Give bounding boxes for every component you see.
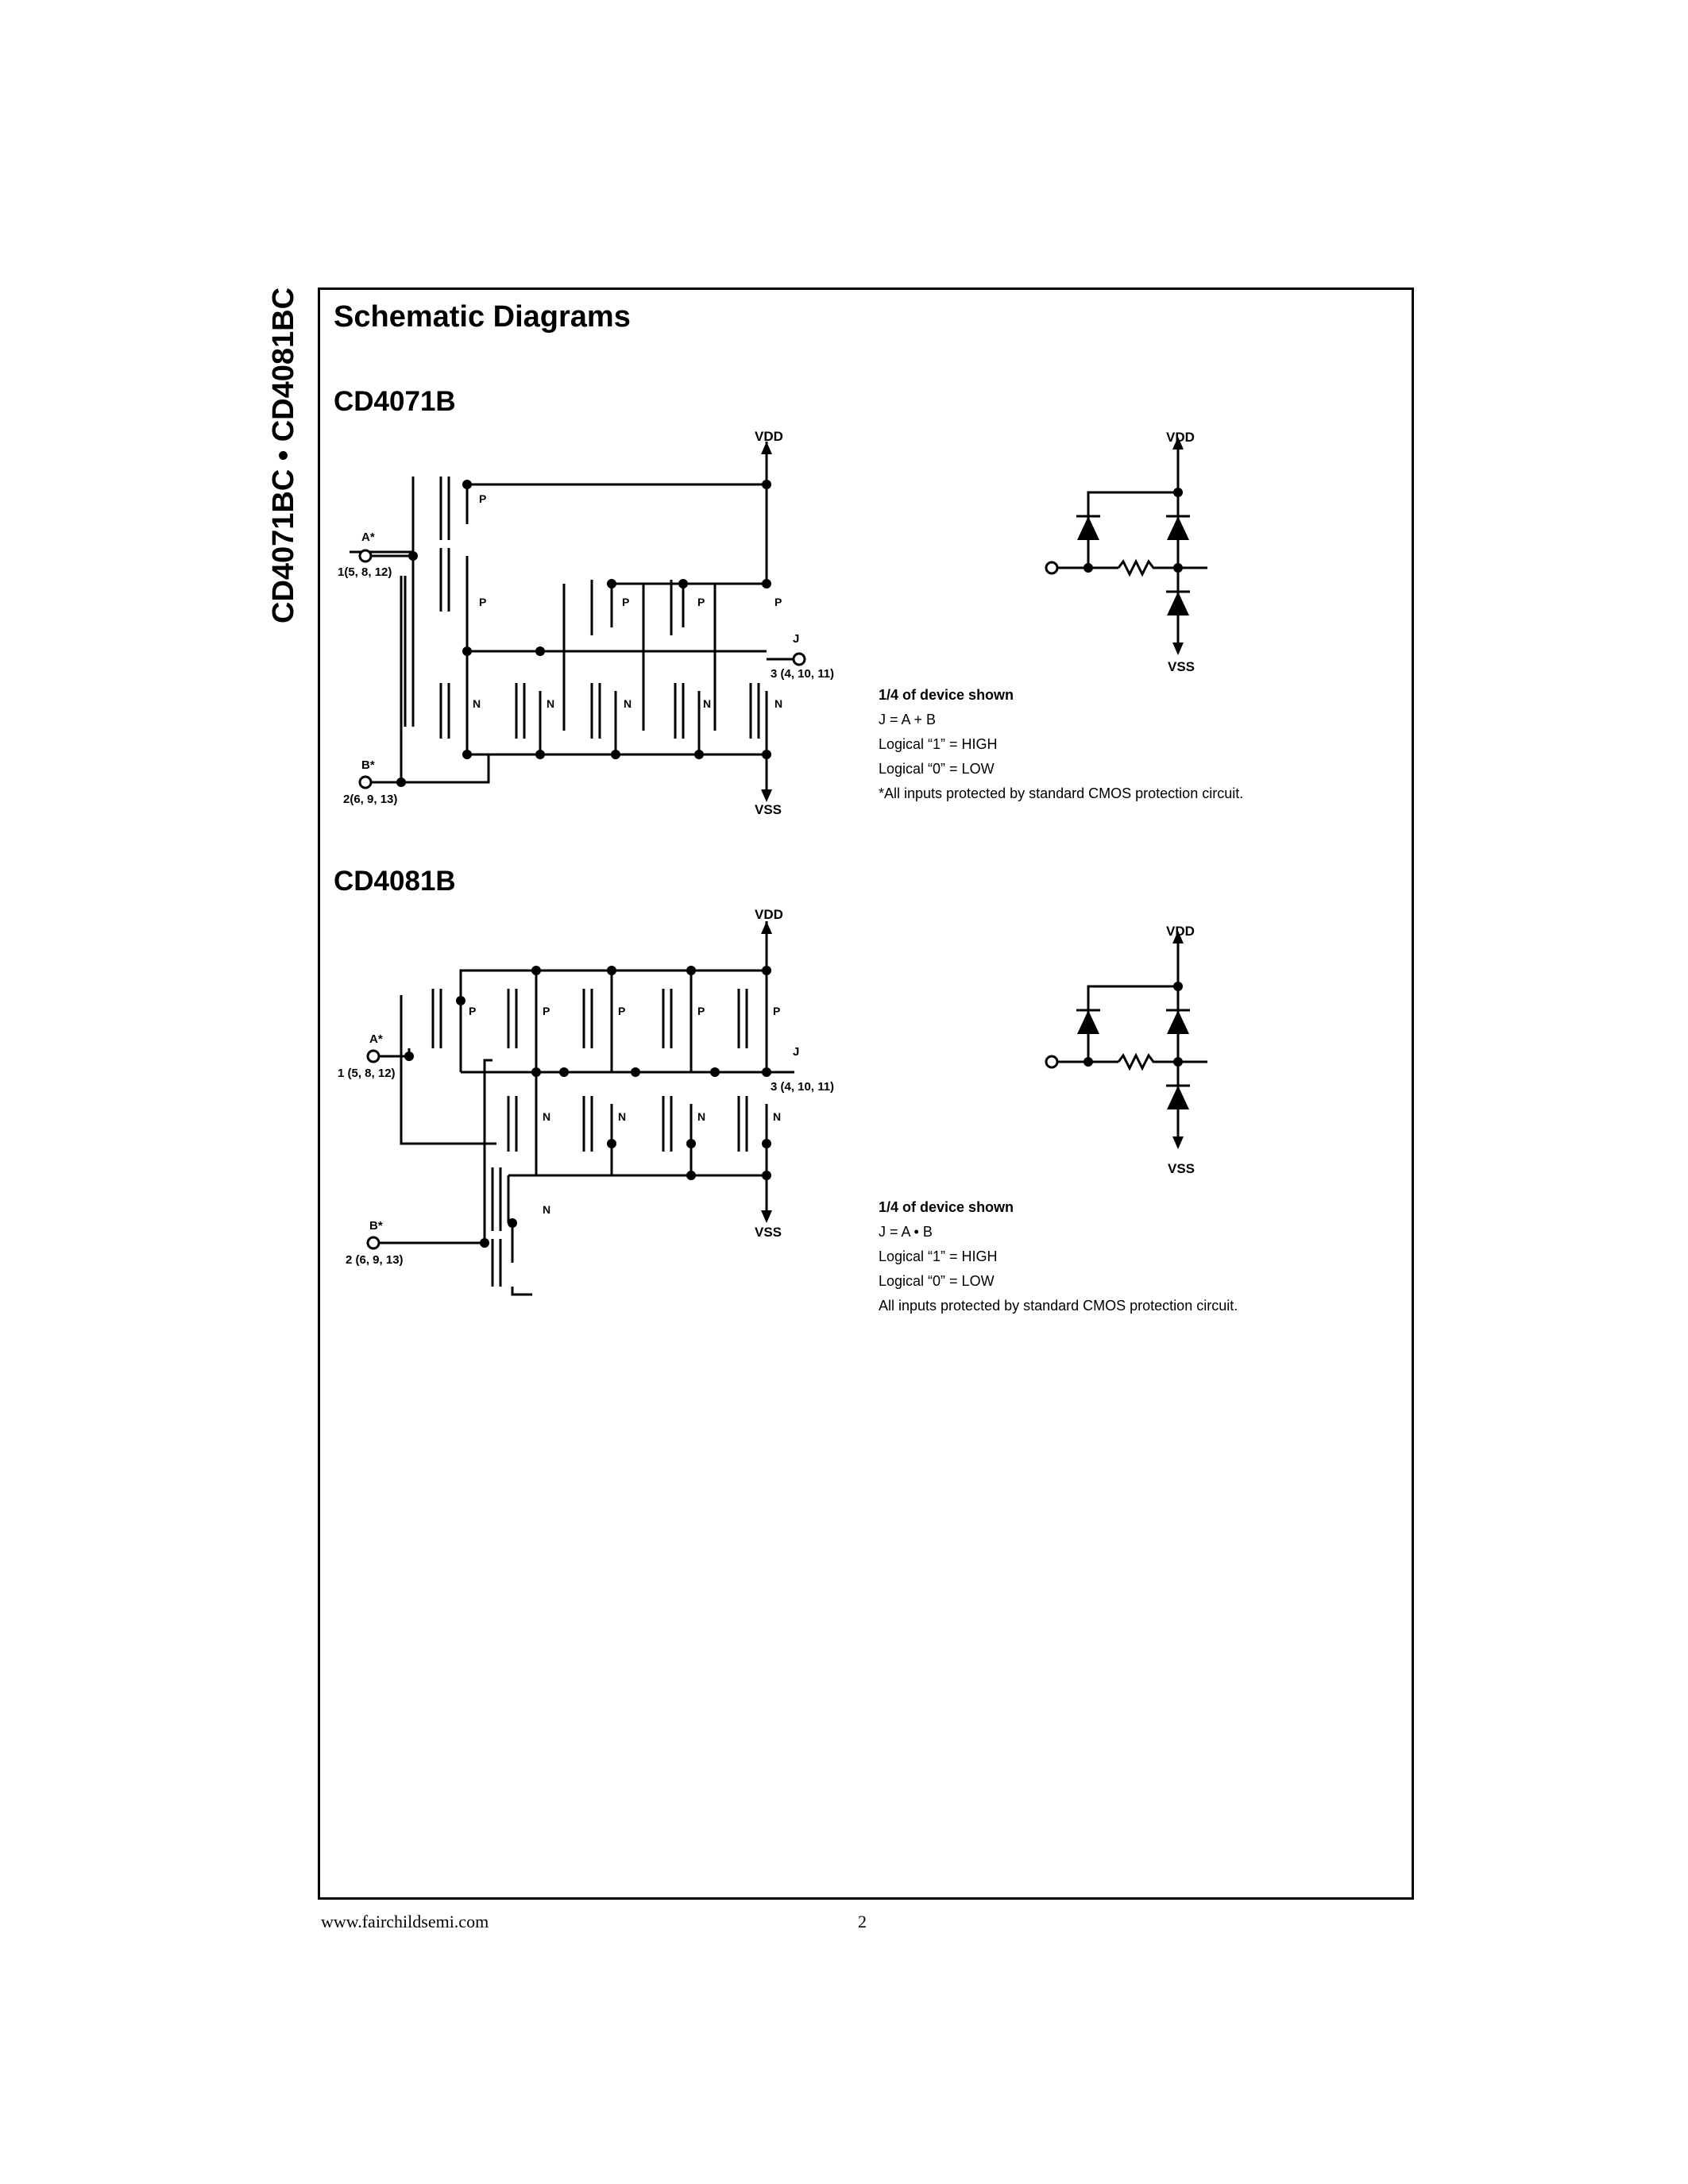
cd4081b-j-pins: 3 (4, 10, 11) bbox=[771, 1080, 835, 1094]
cd4071b-n-label-3: N bbox=[624, 697, 632, 710]
cd4081b-note-2: J = A • B bbox=[879, 1224, 933, 1240]
page-number: 2 bbox=[858, 1912, 867, 1931]
content-frame bbox=[318, 287, 1414, 1900]
cd4081b-p-label-1: P bbox=[469, 1005, 477, 1017]
cd4071b-p-label-4: P bbox=[697, 596, 705, 608]
cd4081b-vdd-label: VDD bbox=[755, 907, 783, 922]
cd4081b-n-label-4: N bbox=[773, 1110, 782, 1123]
cd4081b-prot-vdd-label: VDD bbox=[1166, 924, 1195, 939]
cd4081b-a-pins: 1 (5, 8, 12) bbox=[338, 1067, 396, 1080]
cd4071b-protection-circuit bbox=[1045, 437, 1207, 655]
cd4081b-notes: 1/4 of device shown J = A • B Logical “1… bbox=[879, 1195, 1238, 1318]
cd4071b-note-3: Logical “1” = HIGH bbox=[879, 736, 998, 752]
cd4081b-note-3: Logical “1” = HIGH bbox=[879, 1248, 998, 1264]
cd4071b-n-label-4: N bbox=[703, 697, 712, 710]
cd4071b-p-label-3: P bbox=[622, 596, 630, 608]
cd4081b-note-4: Logical “0” = LOW bbox=[879, 1273, 995, 1289]
cd4071b-note-4: Logical “0” = LOW bbox=[879, 761, 995, 777]
cd4071b-vdd-label: VDD bbox=[755, 429, 783, 444]
cd4081b-protection-circuit bbox=[1045, 931, 1207, 1149]
cd4081b-b-pins: 2 (6, 9, 13) bbox=[346, 1253, 404, 1267]
footer-url: www.fairchildsemi.com bbox=[321, 1912, 489, 1931]
cd4081b-vss-label: VSS bbox=[755, 1225, 782, 1240]
cd4071b-n-label-2: N bbox=[547, 697, 555, 710]
cd4071b-vss-label: VSS bbox=[755, 802, 782, 817]
cd4071b-notes: 1/4 of device shown J = A + B Logical “1… bbox=[879, 683, 1243, 806]
cd4071b-title: CD4071B bbox=[334, 386, 456, 417]
cd4071b-j-pins: 3 (4, 10, 11) bbox=[771, 667, 835, 681]
cd4071b-prot-vdd-label: VDD bbox=[1166, 430, 1195, 445]
cd4071b-n-label-1: N bbox=[473, 697, 481, 710]
cd4071b-note-1: 1/4 of device shown bbox=[879, 687, 1014, 703]
cd4071b-p-label-5: P bbox=[774, 596, 782, 608]
cd4081b-n-label-2: N bbox=[618, 1110, 627, 1123]
cd4071b-prot-vss-label: VSS bbox=[1168, 659, 1196, 674]
cd4071b-a-label: A* bbox=[361, 531, 375, 544]
section-title: Schematic Diagrams bbox=[334, 300, 631, 334]
side-title: CD4071BC • CD4081BC bbox=[267, 287, 300, 623]
cd4081b-n-label-5: N bbox=[543, 1203, 551, 1216]
cd4081b-prot-vss-label: VSS bbox=[1168, 1161, 1196, 1176]
cd4081b-p-label-5: P bbox=[773, 1005, 781, 1017]
cd4071b-b-label: B* bbox=[361, 758, 375, 772]
cd4081b-p-label-4: P bbox=[697, 1005, 705, 1017]
cd4081b-note-1: 1/4 of device shown bbox=[879, 1199, 1014, 1215]
cd4071b-p-label-1: P bbox=[479, 492, 487, 505]
cd4081b-title: CD4081B bbox=[334, 866, 456, 897]
cd4071b-j-label: J bbox=[793, 632, 800, 646]
cd4081b-a-label: A* bbox=[369, 1032, 383, 1046]
cd4071b-n-label-5: N bbox=[774, 697, 783, 710]
cd4081b-p-label-2: P bbox=[543, 1005, 550, 1017]
cd4081b-b-label: B* bbox=[369, 1219, 383, 1233]
cd4071b-a-pins: 1(5, 8, 12) bbox=[338, 565, 392, 579]
cd4071b-note-5: *All inputs protected by standard CMOS p… bbox=[879, 785, 1244, 801]
cd4081b-j-label: J bbox=[793, 1045, 800, 1059]
cd4081b-n-label-1: N bbox=[543, 1110, 551, 1123]
cd4081b-note-5: All inputs protected by standard CMOS pr… bbox=[879, 1298, 1238, 1314]
cd4071b-note-2: J = A + B bbox=[879, 712, 937, 727]
cd4081b-n-label-3: N bbox=[697, 1110, 706, 1123]
cd4071b-p-label-2: P bbox=[479, 596, 487, 608]
cd4081b-p-label-3: P bbox=[618, 1005, 626, 1017]
cd4071b-b-pins: 2(6, 9, 13) bbox=[343, 793, 398, 806]
